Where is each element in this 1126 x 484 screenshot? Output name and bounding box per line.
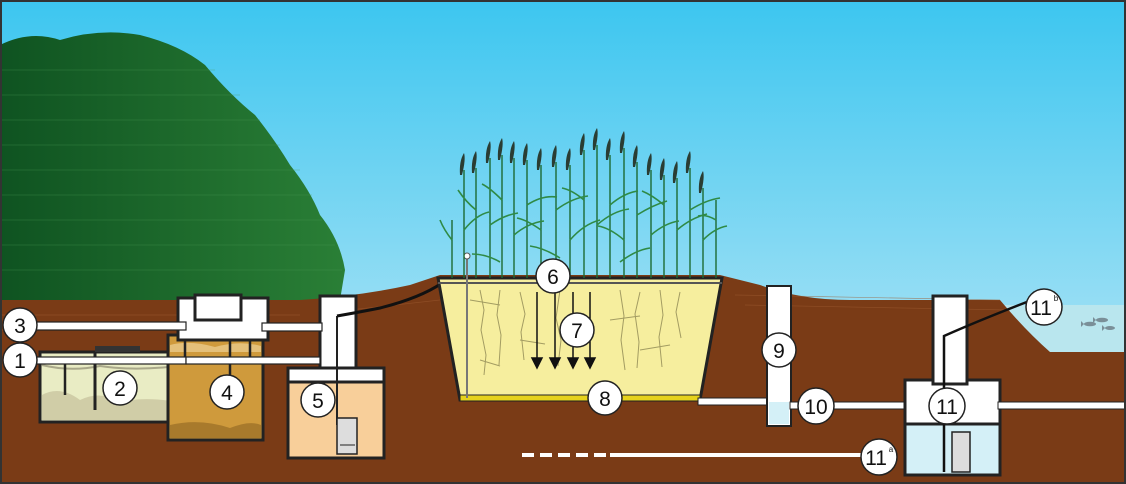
storage-pump-icon [951, 431, 971, 473]
pump-icon [336, 417, 358, 455]
label-5: 5 [300, 382, 336, 418]
svg-text:4: 4 [221, 382, 233, 405]
svg-text:8: 8 [599, 388, 611, 411]
monitoring-pipe-cap [463, 252, 471, 260]
drainage-layer [459, 394, 701, 402]
label-3: 3 [2, 307, 38, 343]
overflow-pipe [997, 401, 1126, 410]
outlet-pipe-8 [697, 397, 774, 406]
label-11: 11 [928, 387, 966, 425]
svg-text:5: 5 [312, 390, 324, 413]
label-11b: 11 b [1025, 288, 1063, 326]
label-1: 1 [2, 342, 38, 378]
reed-leaves [439, 183, 728, 263]
svg-text:10: 10 [804, 396, 827, 419]
svg-text:2: 2 [114, 378, 126, 401]
fish-icon [1081, 317, 1115, 331]
label-9: 9 [761, 332, 797, 368]
svg-text:7: 7 [571, 320, 583, 343]
svg-text:11: 11 [865, 447, 887, 470]
feed-pipe [336, 281, 443, 318]
pump-chamber [286, 294, 386, 460]
svg-text:11: 11 [936, 396, 958, 419]
label-7: 7 [559, 312, 595, 348]
reed-plumes [459, 128, 704, 193]
inlet-chamber-lid [193, 293, 243, 322]
svg-text:1: 1 [14, 350, 26, 373]
tree-hill [0, 32, 345, 300]
flow-arrows [530, 292, 597, 370]
reed-roots [469, 289, 682, 376]
label-8: 8 [587, 380, 623, 416]
svg-text:9: 9 [773, 340, 785, 363]
label-2: 2 [102, 370, 138, 406]
label-10: 10 [797, 387, 835, 425]
svg-text:6: 6 [547, 266, 559, 289]
svg-text:3: 3 [14, 315, 26, 338]
label-11a: 11 a [860, 438, 898, 476]
label-6: 6 [535, 258, 571, 294]
label-4: 4 [209, 374, 245, 410]
svg-text:11: 11 [1030, 297, 1052, 320]
svg-text:a: a [889, 445, 894, 454]
svg-text:b: b [1054, 294, 1059, 303]
tree-stripes [0, 69, 342, 271]
